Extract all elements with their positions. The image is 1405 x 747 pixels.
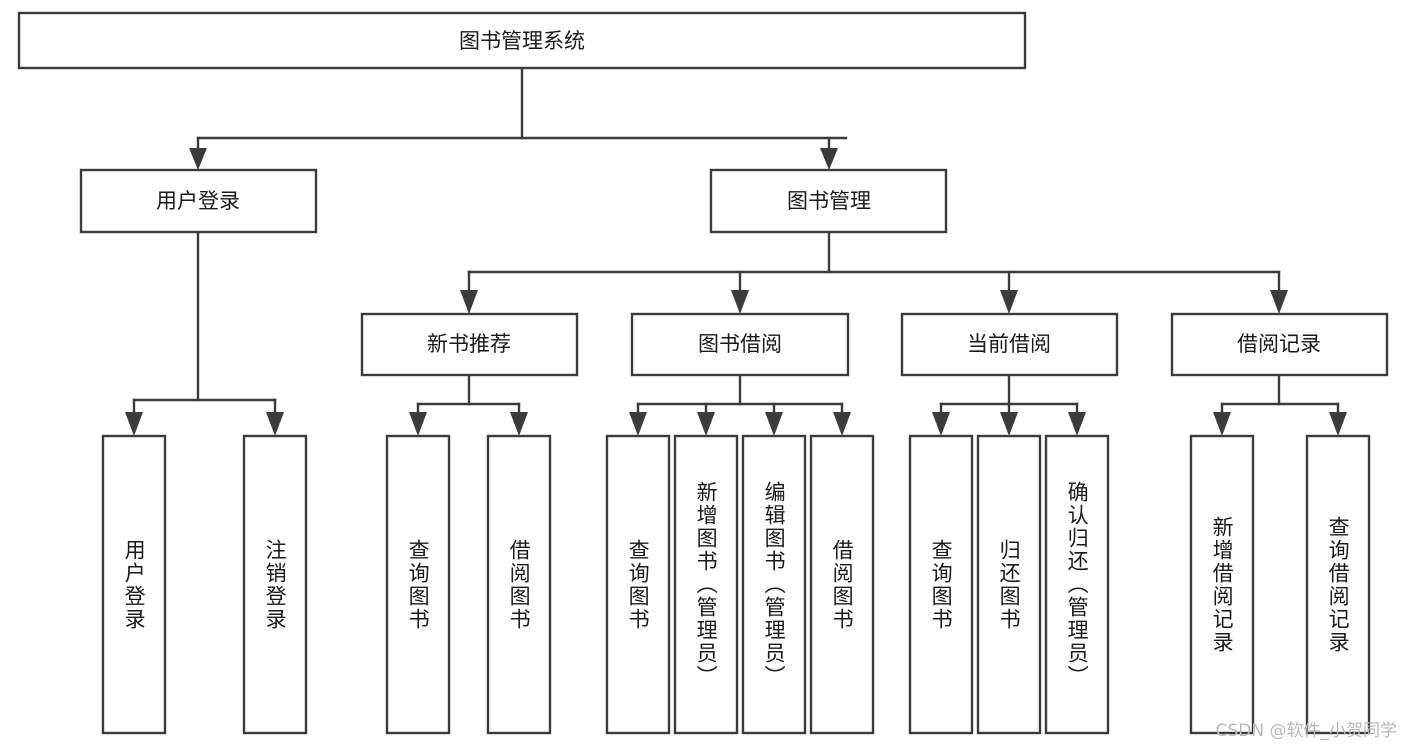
connector-bookmanage-to-level3 [460, 230, 1288, 314]
connector-bookborrow-to-leaves [629, 373, 851, 436]
leaf-box-query-record[interactable] [1305, 434, 1371, 735]
leaf-box-edit-book[interactable] [741, 434, 807, 735]
connector-borrowrecord-to-leaves [1213, 373, 1347, 436]
leaf-box-return-book[interactable] [976, 434, 1042, 735]
leaf-box-query-book-2[interactable] [605, 434, 671, 735]
node-book-borrow[interactable]: 图书借阅 [630, 312, 850, 377]
leaf-box-query-book-3[interactable] [908, 434, 974, 735]
connector-newbook-to-leaves [409, 373, 528, 436]
leaf-box-logout-login[interactable] [242, 434, 308, 735]
node-book-borrow-label: 图书借阅 [698, 332, 782, 356]
node-user-login[interactable]: 用户登录 [79, 168, 318, 234]
leaf-boxes [101, 434, 1371, 735]
leaf-box-query-book-1[interactable] [385, 434, 451, 735]
connector-root-to-level2 [189, 66, 848, 170]
node-new-book-recommend[interactable]: 新书推荐 [360, 312, 579, 377]
node-root[interactable]: 图书管理系统 [17, 11, 1027, 70]
node-book-manage-label: 图书管理 [787, 189, 871, 213]
node-book-manage[interactable]: 图书管理 [709, 168, 948, 234]
node-new-book-recommend-label: 新书推荐 [427, 332, 511, 356]
connector-userlogin-to-leaves [125, 230, 284, 436]
node-borrow-record-label: 借阅记录 [1237, 332, 1321, 356]
leaf-box-user-login[interactable] [101, 434, 167, 735]
leaf-box-add-record[interactable] [1189, 434, 1255, 735]
watermark-text: CSDN @软件_小贺同学 [1215, 721, 1397, 741]
leaf-box-borrow-book-2[interactable] [809, 434, 875, 735]
leaf-box-confirm-return[interactable] [1044, 434, 1110, 735]
node-root-label: 图书管理系统 [459, 29, 585, 53]
node-current-borrow[interactable]: 当前借阅 [900, 312, 1119, 377]
node-user-login-label: 用户登录 [156, 189, 240, 213]
leaf-box-borrow-book-1[interactable] [486, 434, 552, 735]
node-current-borrow-label: 当前借阅 [967, 332, 1051, 356]
leaf-box-add-book[interactable] [673, 434, 739, 735]
node-borrow-record[interactable]: 借阅记录 [1170, 312, 1389, 377]
connector-currentborrow-to-leaves [932, 373, 1086, 436]
